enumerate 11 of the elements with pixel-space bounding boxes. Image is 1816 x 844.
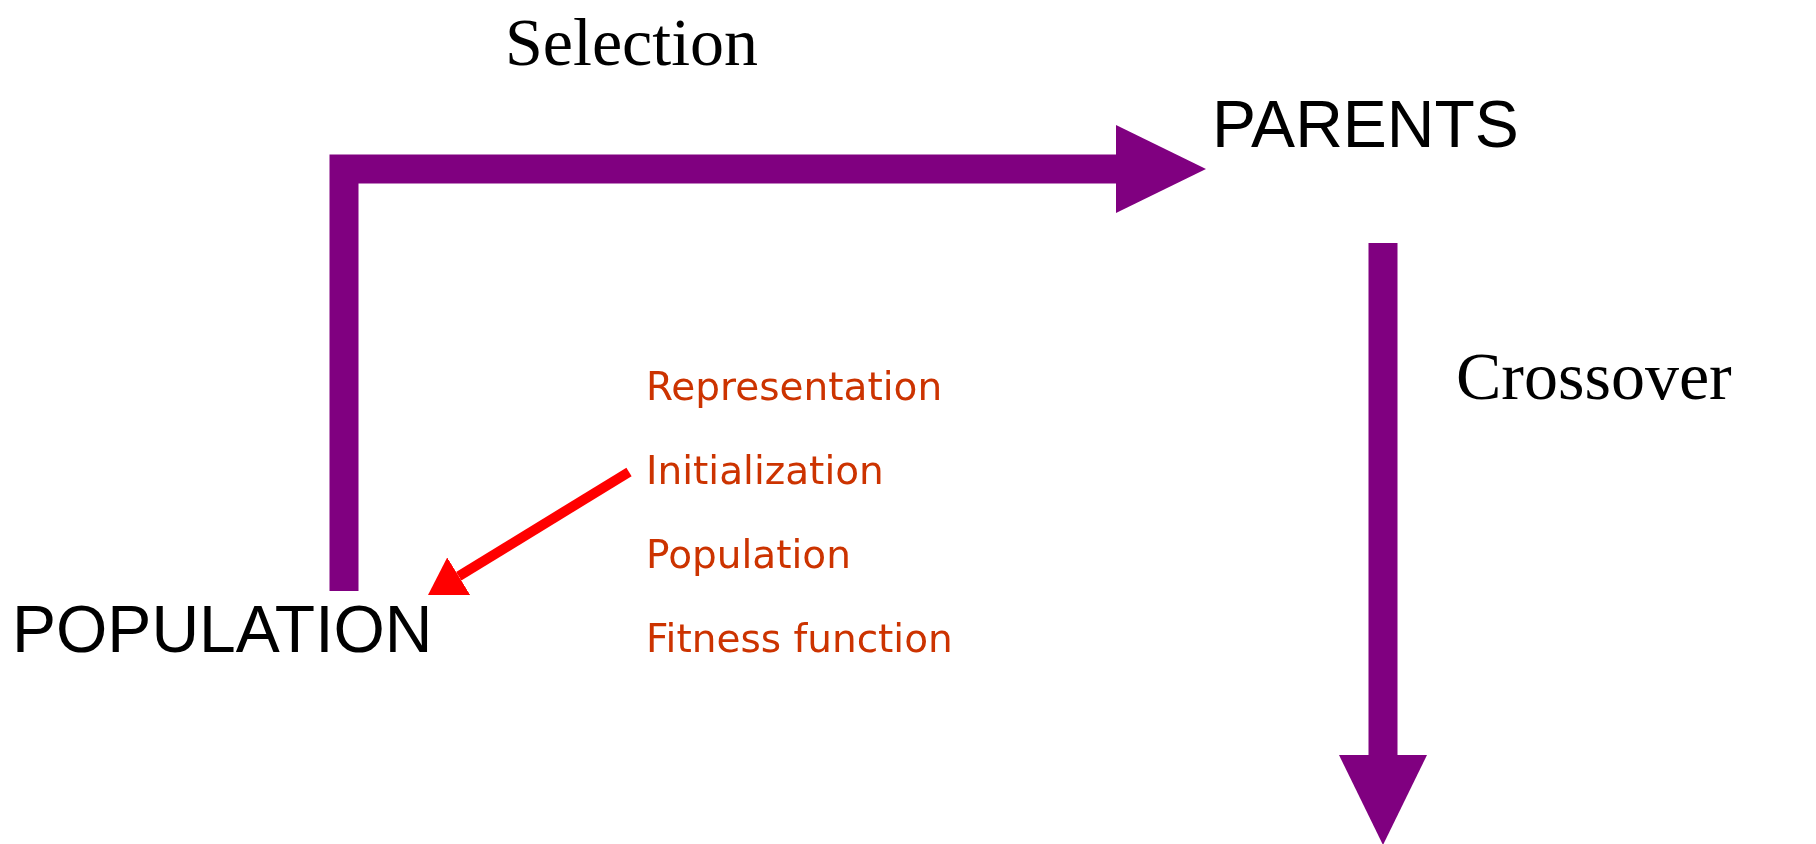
arrow <box>428 467 632 595</box>
arrow <box>329 125 1206 591</box>
list-item: Population <box>646 531 852 579</box>
node-label: PARENTS <box>1212 86 1519 162</box>
list-item: Representation <box>646 363 944 411</box>
arrow <box>1339 243 1427 844</box>
edge-label: Selection <box>505 3 759 82</box>
node-label: POPULATION <box>12 591 433 667</box>
list-item: Initialization <box>646 447 885 495</box>
edge-label: Crossover <box>1456 337 1732 416</box>
list-item: Fitness function <box>646 615 953 663</box>
